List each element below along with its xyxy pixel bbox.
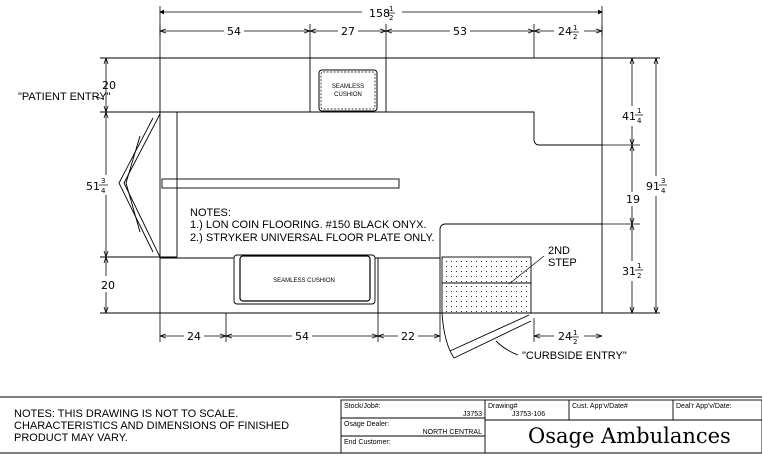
- top-cushion-label-2: CUSHION: [334, 92, 362, 98]
- osage-dealer-value: NORTH CENTRAL: [423, 429, 482, 436]
- floor-outline: [100, 57, 660, 314]
- patient-entry-label: "PATIENT ENTRY": [18, 91, 111, 103]
- right-dim-31-whole: 31: [622, 265, 636, 278]
- bottom-cushion-label: SEAMLESS CUSHION: [273, 278, 335, 284]
- disclaimer-block: NOTES: THIS DRAWING IS NOT TO SCALE. CHA…: [14, 408, 289, 444]
- top-cushion-label-1: SEAMLESS: [332, 84, 364, 90]
- disclaimer-line-1: NOTES: THIS DRAWING IS NOT TO SCALE.: [14, 408, 238, 420]
- stock-job-label: Stock/Job#:: [344, 403, 381, 410]
- right-dim-19: 19: [626, 193, 640, 206]
- second-step-label-1: 2ND: [548, 245, 570, 257]
- title-block: [0, 396, 762, 454]
- bottom-dimension-chain: [159, 313, 603, 342]
- overall-width-whole: 91: [646, 180, 660, 193]
- bottom-seamless-cushion: SEAMLESS CUSHION: [233, 254, 376, 305]
- right-dim-31-num: 1: [637, 262, 641, 270]
- drawing-number-value: J3753-106: [512, 411, 545, 418]
- note-line-2: 2.) STRYKER UNIVERSAL FLOOR PLATE ONLY.: [190, 232, 435, 244]
- right-dim-41-whole: 41: [622, 110, 636, 123]
- top-dim-24-num: 1: [573, 24, 577, 32]
- left-dim-20-top: 20: [102, 79, 116, 92]
- top-dim-27: 27: [341, 25, 355, 38]
- customer-approval-label: Cust. App'v/Date#: [572, 403, 628, 410]
- disclaimer-line-2: CHARACTERISTICS AND DIMENSIONS OF FINISH…: [14, 420, 289, 432]
- bottom-dim-54: 54: [295, 330, 309, 343]
- top-dim-54: 54: [227, 25, 241, 38]
- bottom-dim-24-num: 1: [573, 329, 577, 337]
- note-line-1: 1.) LON COIN FLOORING. #150 BLACK ONYX.: [190, 219, 427, 231]
- overall-width-den: 4: [661, 187, 666, 195]
- overall-width-num: 3: [661, 177, 665, 185]
- left-dim-51-den: 4: [101, 187, 106, 195]
- right-dim-41-num: 1: [637, 107, 641, 115]
- bottom-dim-24-den: 2: [573, 338, 577, 346]
- osage-ambulances-brand: Osage Ambulances: [528, 424, 731, 448]
- stock-job-value: J3753: [463, 411, 482, 418]
- overall-length-den: 2: [389, 14, 393, 22]
- overall-length-num: 1: [389, 5, 393, 13]
- right-dim-41-den: 4: [637, 117, 642, 125]
- drawing-number-label: Drawing#: [488, 403, 518, 410]
- left-dim-51-num: 3: [101, 177, 105, 185]
- bottom-dim-24-whole: 24: [558, 330, 572, 343]
- left-dim-20-bottom: 20: [101, 279, 115, 292]
- bottom-dim-22: 22: [401, 330, 415, 343]
- left-dim-51-whole: 51: [86, 180, 100, 193]
- curbside-entry-label: "CURBSIDE ENTRY": [522, 350, 627, 362]
- top-dim-24-den: 2: [573, 33, 577, 41]
- top-dim-53: 53: [453, 25, 467, 38]
- end-customer-label: End Customer:: [344, 439, 391, 446]
- notes-heading: NOTES:: [190, 207, 231, 219]
- patient-entry-doors: [118, 111, 178, 258]
- notes-block: NOTES: 1.) LON COIN FLOORING. #150 BLACK…: [190, 207, 435, 244]
- top-dim-24-whole: 24: [558, 25, 572, 38]
- second-step: 2ND STEP: [441, 245, 577, 314]
- dealer-approval-label: Deal'r App'v/Date:: [676, 403, 732, 410]
- bottom-dim-24: 24: [187, 330, 201, 343]
- disclaimer-line-3: PRODUCT MAY VARY.: [14, 432, 128, 444]
- stryker-floor-plate: [161, 178, 400, 189]
- osage-dealer-label: Osage Dealer:: [344, 421, 389, 428]
- curbside-entry-door: [439, 258, 532, 359]
- right-dim-31-den: 2: [637, 272, 641, 280]
- top-seamless-cushion: SEAMLESS CUSHION: [318, 69, 378, 112]
- overall-length-whole: 158: [369, 7, 390, 20]
- second-step-label-2: STEP: [548, 257, 577, 269]
